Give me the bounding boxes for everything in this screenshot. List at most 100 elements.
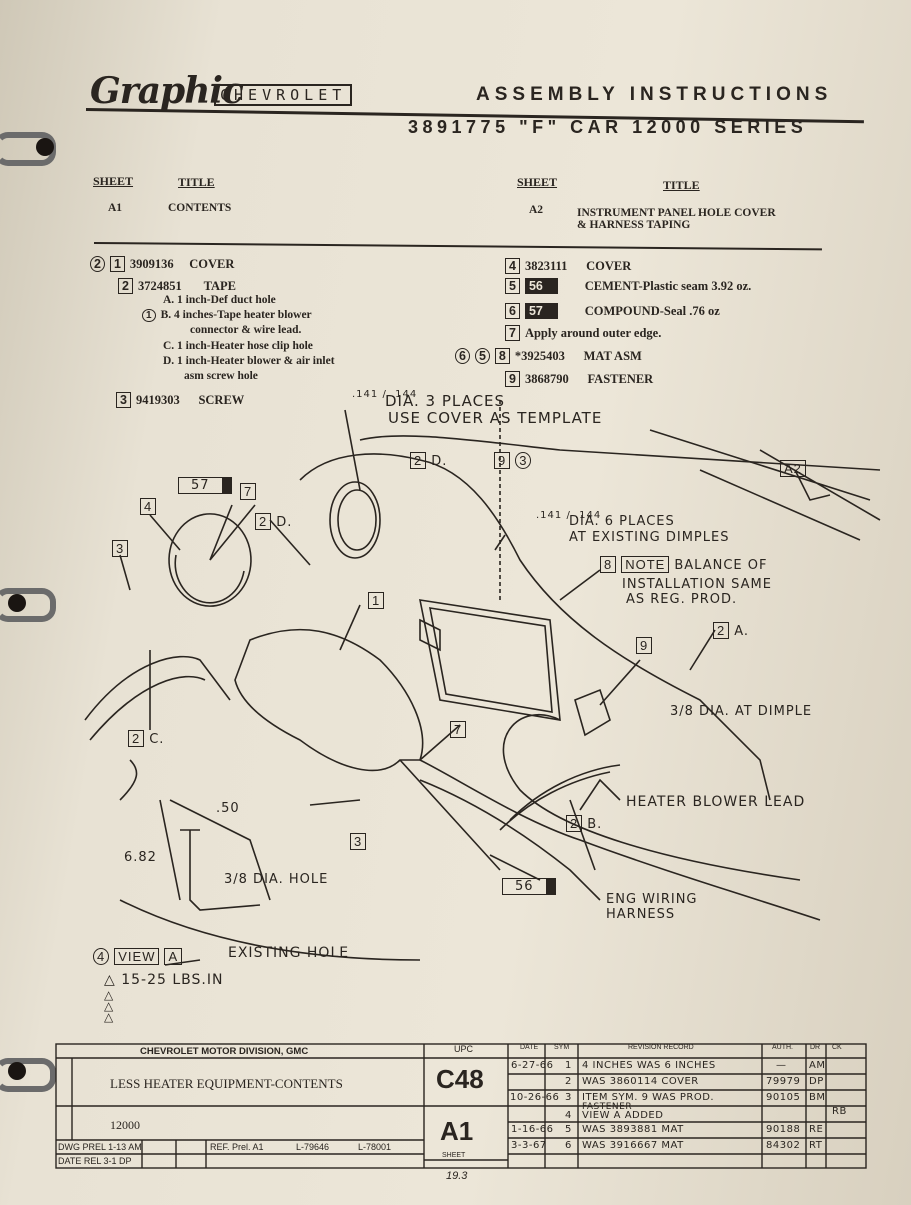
callout-dimple: 3/8 DIA. AT DIMPLE bbox=[670, 704, 813, 719]
rev-date: 6-27-66 bbox=[511, 1060, 554, 1071]
item-box: 2 bbox=[128, 730, 145, 747]
tape-note-a: A. 1 inch-Def duct hole bbox=[163, 294, 276, 306]
callout-template: USE COVER AS TEMPLATE bbox=[388, 409, 603, 427]
item-box: 5 bbox=[505, 278, 520, 294]
item-box: A bbox=[164, 948, 183, 965]
circle-label: 6 bbox=[455, 348, 470, 364]
upc-label: UPC bbox=[454, 1044, 474, 1054]
part-name: MAT ASM bbox=[583, 349, 642, 363]
rev-text: VIEW A ADDED bbox=[582, 1110, 664, 1121]
torque-text: 15-25 LBS.IN bbox=[121, 972, 224, 988]
title-col-header: TITLE bbox=[178, 175, 215, 189]
label-box: A2 bbox=[780, 460, 811, 477]
dim-fraction: .141 / .144 bbox=[352, 389, 418, 400]
item-box: 2 bbox=[566, 815, 583, 832]
rev-dr: RT bbox=[809, 1140, 823, 1151]
callout-dia6: DIA. 6 PLACES bbox=[569, 514, 675, 529]
part-number: *3925403 bbox=[514, 349, 565, 363]
brand-name: CHEVROLET bbox=[214, 84, 353, 106]
sheet-cell: A1 bbox=[108, 202, 123, 214]
punch-hole bbox=[36, 138, 54, 156]
rev-dr: RE bbox=[809, 1124, 824, 1135]
rev-col-dr: DR bbox=[810, 1044, 821, 1051]
label-box: 7 bbox=[240, 483, 261, 500]
circle-label: 2 bbox=[90, 256, 105, 272]
triangle-stack: △△△ bbox=[104, 988, 115, 1024]
item-box: 9 bbox=[505, 371, 520, 387]
rev-col-ck: CK bbox=[832, 1044, 842, 1051]
tape-note-d2: asm screw hole bbox=[184, 370, 258, 382]
note-text: INSTALLATION SAME bbox=[622, 577, 772, 592]
material-tag: 57 bbox=[178, 477, 232, 494]
label-box: 7 bbox=[450, 721, 471, 738]
rev-text: ITEM SYM. 9 WAS PROD. bbox=[582, 1092, 715, 1103]
series-number: 12000 bbox=[110, 1118, 140, 1132]
material-tag: 57 bbox=[524, 303, 558, 319]
rev-col-auth: AUTH. bbox=[772, 1044, 793, 1051]
rev-sym: 3 bbox=[565, 1092, 572, 1103]
part-name: Apply around outer edge. bbox=[524, 326, 662, 340]
rev-auth: — bbox=[776, 1060, 787, 1071]
rev-text: WAS 3860114 COVER bbox=[582, 1076, 699, 1087]
dim-682: 6.82 bbox=[124, 850, 157, 865]
part-number: 9419303 bbox=[135, 393, 180, 407]
rev-dr: AM bbox=[809, 1060, 826, 1071]
upc-code: C48 bbox=[436, 1064, 484, 1094]
part-name: SCREW bbox=[198, 393, 245, 407]
division-name: CHEVROLET MOTOR DIVISION, GMC bbox=[140, 1046, 309, 1057]
callout-dimples: AT EXISTING DIMPLES bbox=[569, 530, 730, 545]
item-box: 1 bbox=[368, 592, 385, 609]
callout-existing: EXISTING HOLE bbox=[228, 945, 350, 961]
item-box: 9 bbox=[494, 452, 511, 469]
letter-a: A. bbox=[734, 624, 750, 639]
circle-label: 3 bbox=[515, 452, 532, 469]
rev-dr: DP bbox=[809, 1076, 824, 1087]
rev-col-date: DATE bbox=[520, 1044, 539, 1051]
rev-text: 4 INCHES WAS 6 INCHES bbox=[582, 1060, 716, 1071]
page-number: 19.3 bbox=[446, 1170, 468, 1182]
letter-c: C. bbox=[149, 732, 165, 747]
circle-label: 4 bbox=[93, 948, 110, 965]
item-box: 3 bbox=[116, 392, 131, 408]
part-number: 3868790 bbox=[524, 372, 569, 386]
letter-d: D. bbox=[431, 454, 448, 469]
rev-dr: BM bbox=[809, 1092, 826, 1103]
callout-blower: HEATER BLOWER LEAD bbox=[626, 794, 806, 810]
rev-auth: 90188 bbox=[766, 1124, 801, 1135]
punch-hole bbox=[8, 594, 26, 612]
material-tag: 56 bbox=[502, 878, 556, 895]
rev-sym: 2 bbox=[565, 1076, 572, 1087]
ref-l2: L-78001 bbox=[358, 1142, 392, 1152]
torque-spec: △ 15-25 LBS.IN bbox=[104, 972, 224, 988]
label-box: 9 bbox=[636, 637, 657, 654]
letter-b: B. bbox=[587, 817, 603, 832]
label-box: 2 B. bbox=[566, 815, 602, 832]
callout-harness: HARNESS bbox=[606, 907, 676, 922]
drawing-description: LESS HEATER EQUIPMENT-CONTENTS bbox=[110, 1076, 343, 1091]
rev-auth: 79979 bbox=[766, 1076, 801, 1087]
item-box: A2 bbox=[780, 460, 806, 477]
part-number: 3909136 bbox=[129, 257, 174, 271]
tape-note-c: C. 1 inch-Heater hose clip hole bbox=[163, 340, 313, 352]
tape-note-b2: connector & wire lead. bbox=[190, 324, 302, 336]
ref-prel: REF. Prel. A1 bbox=[210, 1142, 264, 1152]
material-tag: 56 bbox=[524, 278, 558, 294]
part-name: COVER bbox=[586, 259, 632, 273]
item-box: 3 bbox=[112, 540, 129, 557]
part-name: COMPOUND-Seal .76 oz bbox=[584, 304, 720, 318]
part-line: 3891775 "F" CAR 12000 SERIES bbox=[408, 117, 808, 137]
rev-sym: 1 bbox=[565, 1060, 572, 1071]
rev-date: 1-16-66 bbox=[511, 1124, 554, 1135]
